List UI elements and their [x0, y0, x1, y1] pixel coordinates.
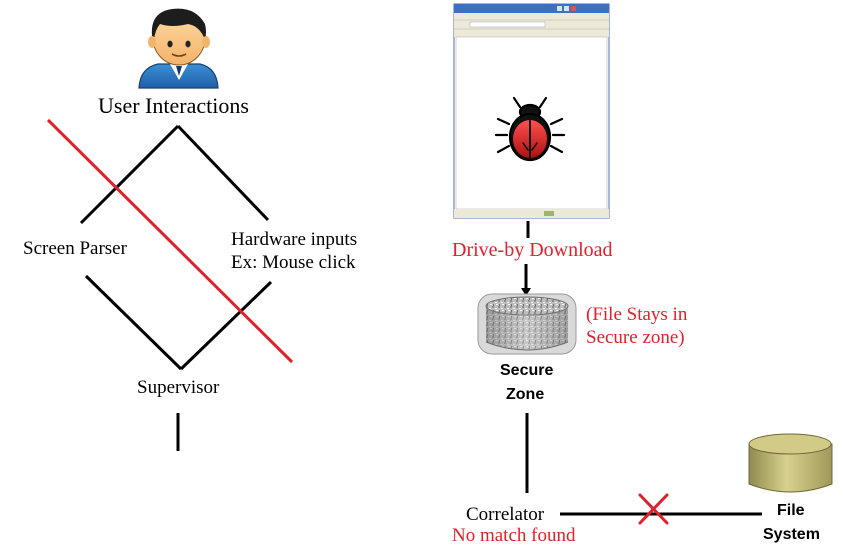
- file-system-label-line2: System: [763, 526, 820, 543]
- blocked-x-icon: [638, 493, 669, 525]
- correlator-label: Correlator: [466, 504, 545, 525]
- bug-icon: [494, 96, 566, 162]
- secure-zone-label-line1: Secure: [500, 362, 554, 379]
- browser-window-icon: [453, 3, 610, 219]
- drive-by-download-label: Drive-by Download: [452, 239, 613, 261]
- line-parser-to-supervisor: [84, 274, 183, 371]
- line-user-to-parser: [79, 124, 180, 225]
- secure-note-line2: Secure zone): [586, 327, 685, 348]
- mouse-click-label: Ex: Mouse click: [231, 252, 356, 273]
- user-interactions-label: User Interactions: [98, 93, 249, 118]
- file-system-label-line1: File: [777, 502, 805, 519]
- right-flow-lines: [524, 221, 762, 516]
- user-avatar-icon: [138, 8, 219, 89]
- secure-zone-cylinder-icon: [477, 293, 577, 355]
- arrowhead-down-icon: [521, 288, 531, 296]
- file-system-cylinder-icon: [748, 433, 833, 493]
- secure-zone-label-line2: Zone: [506, 386, 545, 403]
- no-match-found-label: No match found: [452, 525, 576, 546]
- hardware-inputs-label: Hardware inputs: [231, 229, 358, 250]
- left-flow-lines: [79, 124, 273, 451]
- line-hardware-to-supervisor: [179, 280, 273, 371]
- supervisor-label: Supervisor: [137, 377, 220, 398]
- screen-parser-label: Screen Parser: [23, 238, 127, 259]
- line-user-to-hardware: [176, 124, 270, 222]
- red-strike-line: [46, 118, 294, 364]
- secure-note-line1: (File Stays in: [586, 304, 688, 325]
